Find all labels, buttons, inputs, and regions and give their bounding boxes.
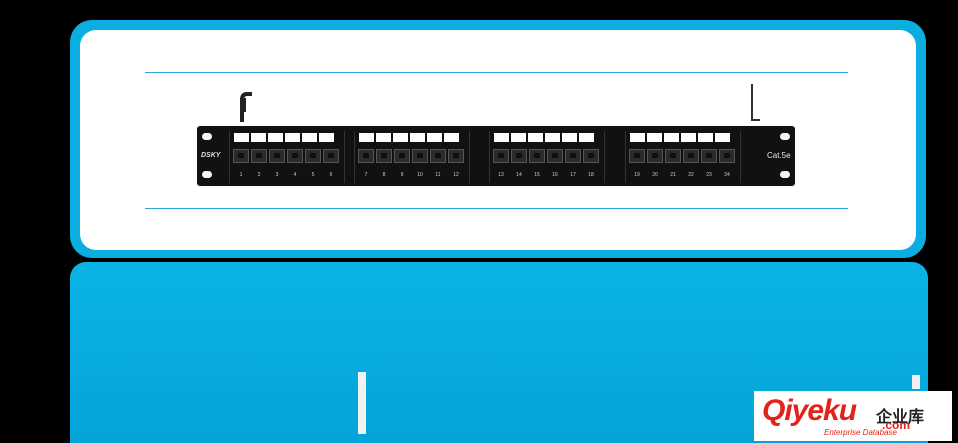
rj45-port (565, 149, 581, 163)
port-label-slot (393, 133, 408, 142)
rj45-port (493, 149, 509, 163)
port-label-slot (319, 133, 334, 142)
port-label-slot (630, 133, 645, 142)
port-label-slot (359, 133, 374, 142)
logo-com-text: .com (882, 418, 911, 432)
port-number: 2 (257, 172, 261, 178)
port-label-slot (251, 133, 266, 142)
port-label-slot (234, 133, 249, 142)
port-number: 24 (724, 172, 730, 178)
port-label-slot (302, 133, 317, 142)
mount-hole (780, 171, 790, 178)
white-mark-right (912, 375, 920, 389)
port-number: 14 (516, 172, 522, 178)
port-group: 1 2 3 4 5 6 (229, 131, 345, 183)
label-strip (494, 133, 594, 142)
rj45-port (358, 149, 374, 163)
rj45-port (412, 149, 428, 163)
logo-cn-text: 企业库 (876, 409, 925, 426)
rj45-port (287, 149, 303, 163)
rj45-port (701, 149, 717, 163)
port-label-slot (494, 133, 509, 142)
port-label-slot (545, 133, 560, 142)
brand-label: DSKY (201, 152, 221, 159)
logo-sub-text: Enterprise Database (824, 428, 897, 437)
port-number: 4 (293, 172, 297, 178)
category-label: Cat.5e (767, 151, 791, 160)
port-label-slot (427, 133, 442, 142)
rj45-port (683, 149, 699, 163)
rj45-port (448, 149, 464, 163)
port-group: 19 20 21 22 23 24 (625, 131, 741, 183)
rj45-port (529, 149, 545, 163)
rj45-port (251, 149, 267, 163)
port-number: 7 (364, 172, 368, 178)
port-number: 23 (706, 172, 712, 178)
white-mark (358, 372, 366, 434)
rj45-port (511, 149, 527, 163)
rj45-port (719, 149, 735, 163)
port-number: 9 (400, 172, 404, 178)
bottom-divider (145, 208, 848, 209)
rj45-port (430, 149, 446, 163)
port-number: 6 (329, 172, 333, 178)
rj45-port (305, 149, 321, 163)
rj45-port (647, 149, 663, 163)
port-number: 18 (588, 172, 594, 178)
port-label-slot (715, 133, 730, 142)
label-strip (630, 133, 730, 142)
port-label-slot (698, 133, 713, 142)
rj45-port (269, 149, 285, 163)
rj45-port (665, 149, 681, 163)
port-label-slot (579, 133, 594, 142)
mount-hole (780, 133, 790, 140)
port-number: 16 (552, 172, 558, 178)
port-number: 13 (498, 172, 504, 178)
port-number: 11 (435, 172, 441, 178)
port-number: 12 (453, 172, 459, 178)
label-strip (234, 133, 334, 142)
port-number: 1 (239, 172, 243, 178)
rj45-port (376, 149, 392, 163)
mount-hole (202, 133, 212, 140)
port-label-slot (285, 133, 300, 142)
port-number: 20 (652, 172, 658, 178)
port-label-slot (562, 133, 577, 142)
port-label-slot (664, 133, 679, 142)
watermark-logo: Qiyeku 企业库 .com Enterprise Database (754, 391, 952, 441)
rj45-port (233, 149, 249, 163)
rj45-port (394, 149, 410, 163)
label-strip (359, 133, 459, 142)
logo-main-text: Qiyeku (762, 394, 857, 427)
right-cable-bracket (751, 84, 760, 121)
port-label-slot (444, 133, 459, 142)
port-group: 13 14 15 16 17 18 (489, 131, 605, 183)
port-number: 5 (311, 172, 315, 178)
port-number: 19 (634, 172, 640, 178)
port-label-slot (681, 133, 696, 142)
port-label-slot (410, 133, 425, 142)
port-number: 10 (417, 172, 423, 178)
port-group: 7 8 9 10 11 12 (354, 131, 470, 183)
port-number: 22 (688, 172, 694, 178)
left-cable-bracket (240, 92, 252, 122)
port-number: 15 (534, 172, 540, 178)
port-label-slot (528, 133, 543, 142)
top-divider (145, 72, 848, 73)
rj45-port (547, 149, 563, 163)
port-label-slot (268, 133, 283, 142)
port-label-slot (376, 133, 391, 142)
mount-hole (202, 171, 212, 178)
rj45-port (629, 149, 645, 163)
rj45-port (323, 149, 339, 163)
port-label-slot (647, 133, 662, 142)
port-number: 21 (670, 172, 676, 178)
port-label-slot (511, 133, 526, 142)
port-number: 17 (570, 172, 576, 178)
rj45-port (583, 149, 599, 163)
port-number: 3 (275, 172, 279, 178)
port-number: 8 (382, 172, 386, 178)
